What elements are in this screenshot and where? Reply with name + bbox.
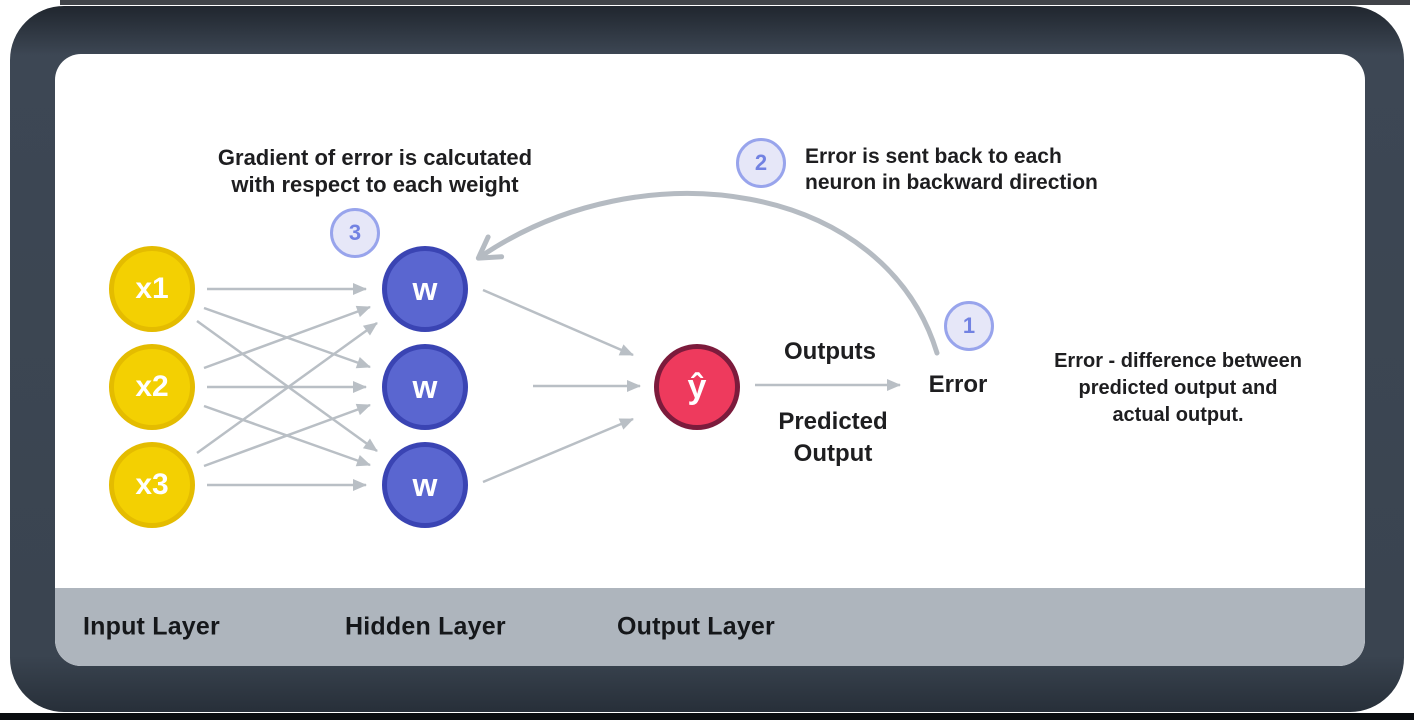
input-node-x1: x1 [109,246,195,332]
step-badge-3-number: 3 [348,220,362,245]
hidden-output-arrows [482,288,641,484]
hidden-node-w1: w [382,246,468,332]
layer-legend-bar: Input Layer Hidden Layer Output Layer [55,588,1365,666]
backward-note-line2: neuron in backward direction [805,171,1098,194]
error-definition-line1: Error - difference between [1054,350,1302,372]
error-label: Error [928,371,988,398]
bottom-edge-shadow [0,713,1414,720]
input-node-x1-label: x1 [135,272,169,305]
input-layer-label: Input Layer [83,612,220,641]
step-badge-1-number: 1 [962,313,976,338]
step-badge-2: 2 [736,138,786,188]
dark-rounded-frame: Gradient of error is calcutated with res… [10,6,1404,712]
diagram-title: Gradient of error is calcutated with res… [180,144,570,198]
connection-arrow [203,305,371,370]
hidden-node-w1-label: w [412,270,438,307]
connection-arrow [203,403,371,468]
output-node-yhat-label: ŷ [687,367,707,406]
diagram-title-line1: Gradient of error is calcutated [217,145,533,170]
backward-note: Error is sent back to each neuron in bac… [805,144,1165,196]
backprop-curve-arrow [475,191,940,356]
step-badge-1: 1 [944,301,994,351]
error-definition-note: Error - difference between predicted out… [1013,348,1343,429]
hidden-node-w3-label: w [412,466,438,503]
input-node-x2: x2 [109,344,195,430]
hidden-layer-label: Hidden Layer [345,612,506,641]
diagram-title-line2: with respect to each weight [231,172,519,197]
input-node-x2-label: x2 [135,370,169,403]
backward-note-line1: Error is sent back to each [805,145,1062,168]
connection-arrow [482,288,634,357]
hidden-node-w3: w [382,442,468,528]
output-layer-label: Output Layer [617,612,775,641]
diagram-card: Gradient of error is calcutated with res… [55,54,1365,666]
step-badge-3: 3 [330,208,380,258]
predicted-output-line2: Output [793,440,873,467]
input-hidden-arrows [196,283,378,491]
connection-arrow [482,417,634,484]
predicted-output-line1: Predicted [778,408,888,435]
step-badge-2-number: 2 [754,150,768,175]
input-node-x3: x3 [109,442,195,528]
outputs-label: Outputs [784,338,876,365]
top-edge-shadow [60,0,1410,5]
connection-arrow [196,321,378,455]
predicted-output-label: Predicted Output [753,406,913,470]
hidden-node-w2-label: w [412,368,438,405]
connections-svg [196,191,940,491]
hidden-node-w2: w [382,344,468,430]
input-node-x3-label: x3 [135,468,169,501]
error-definition-line2: predicted output and [1078,377,1278,399]
error-definition-line3: actual output. [1112,404,1244,426]
output-node-yhat: ŷ [654,344,740,430]
